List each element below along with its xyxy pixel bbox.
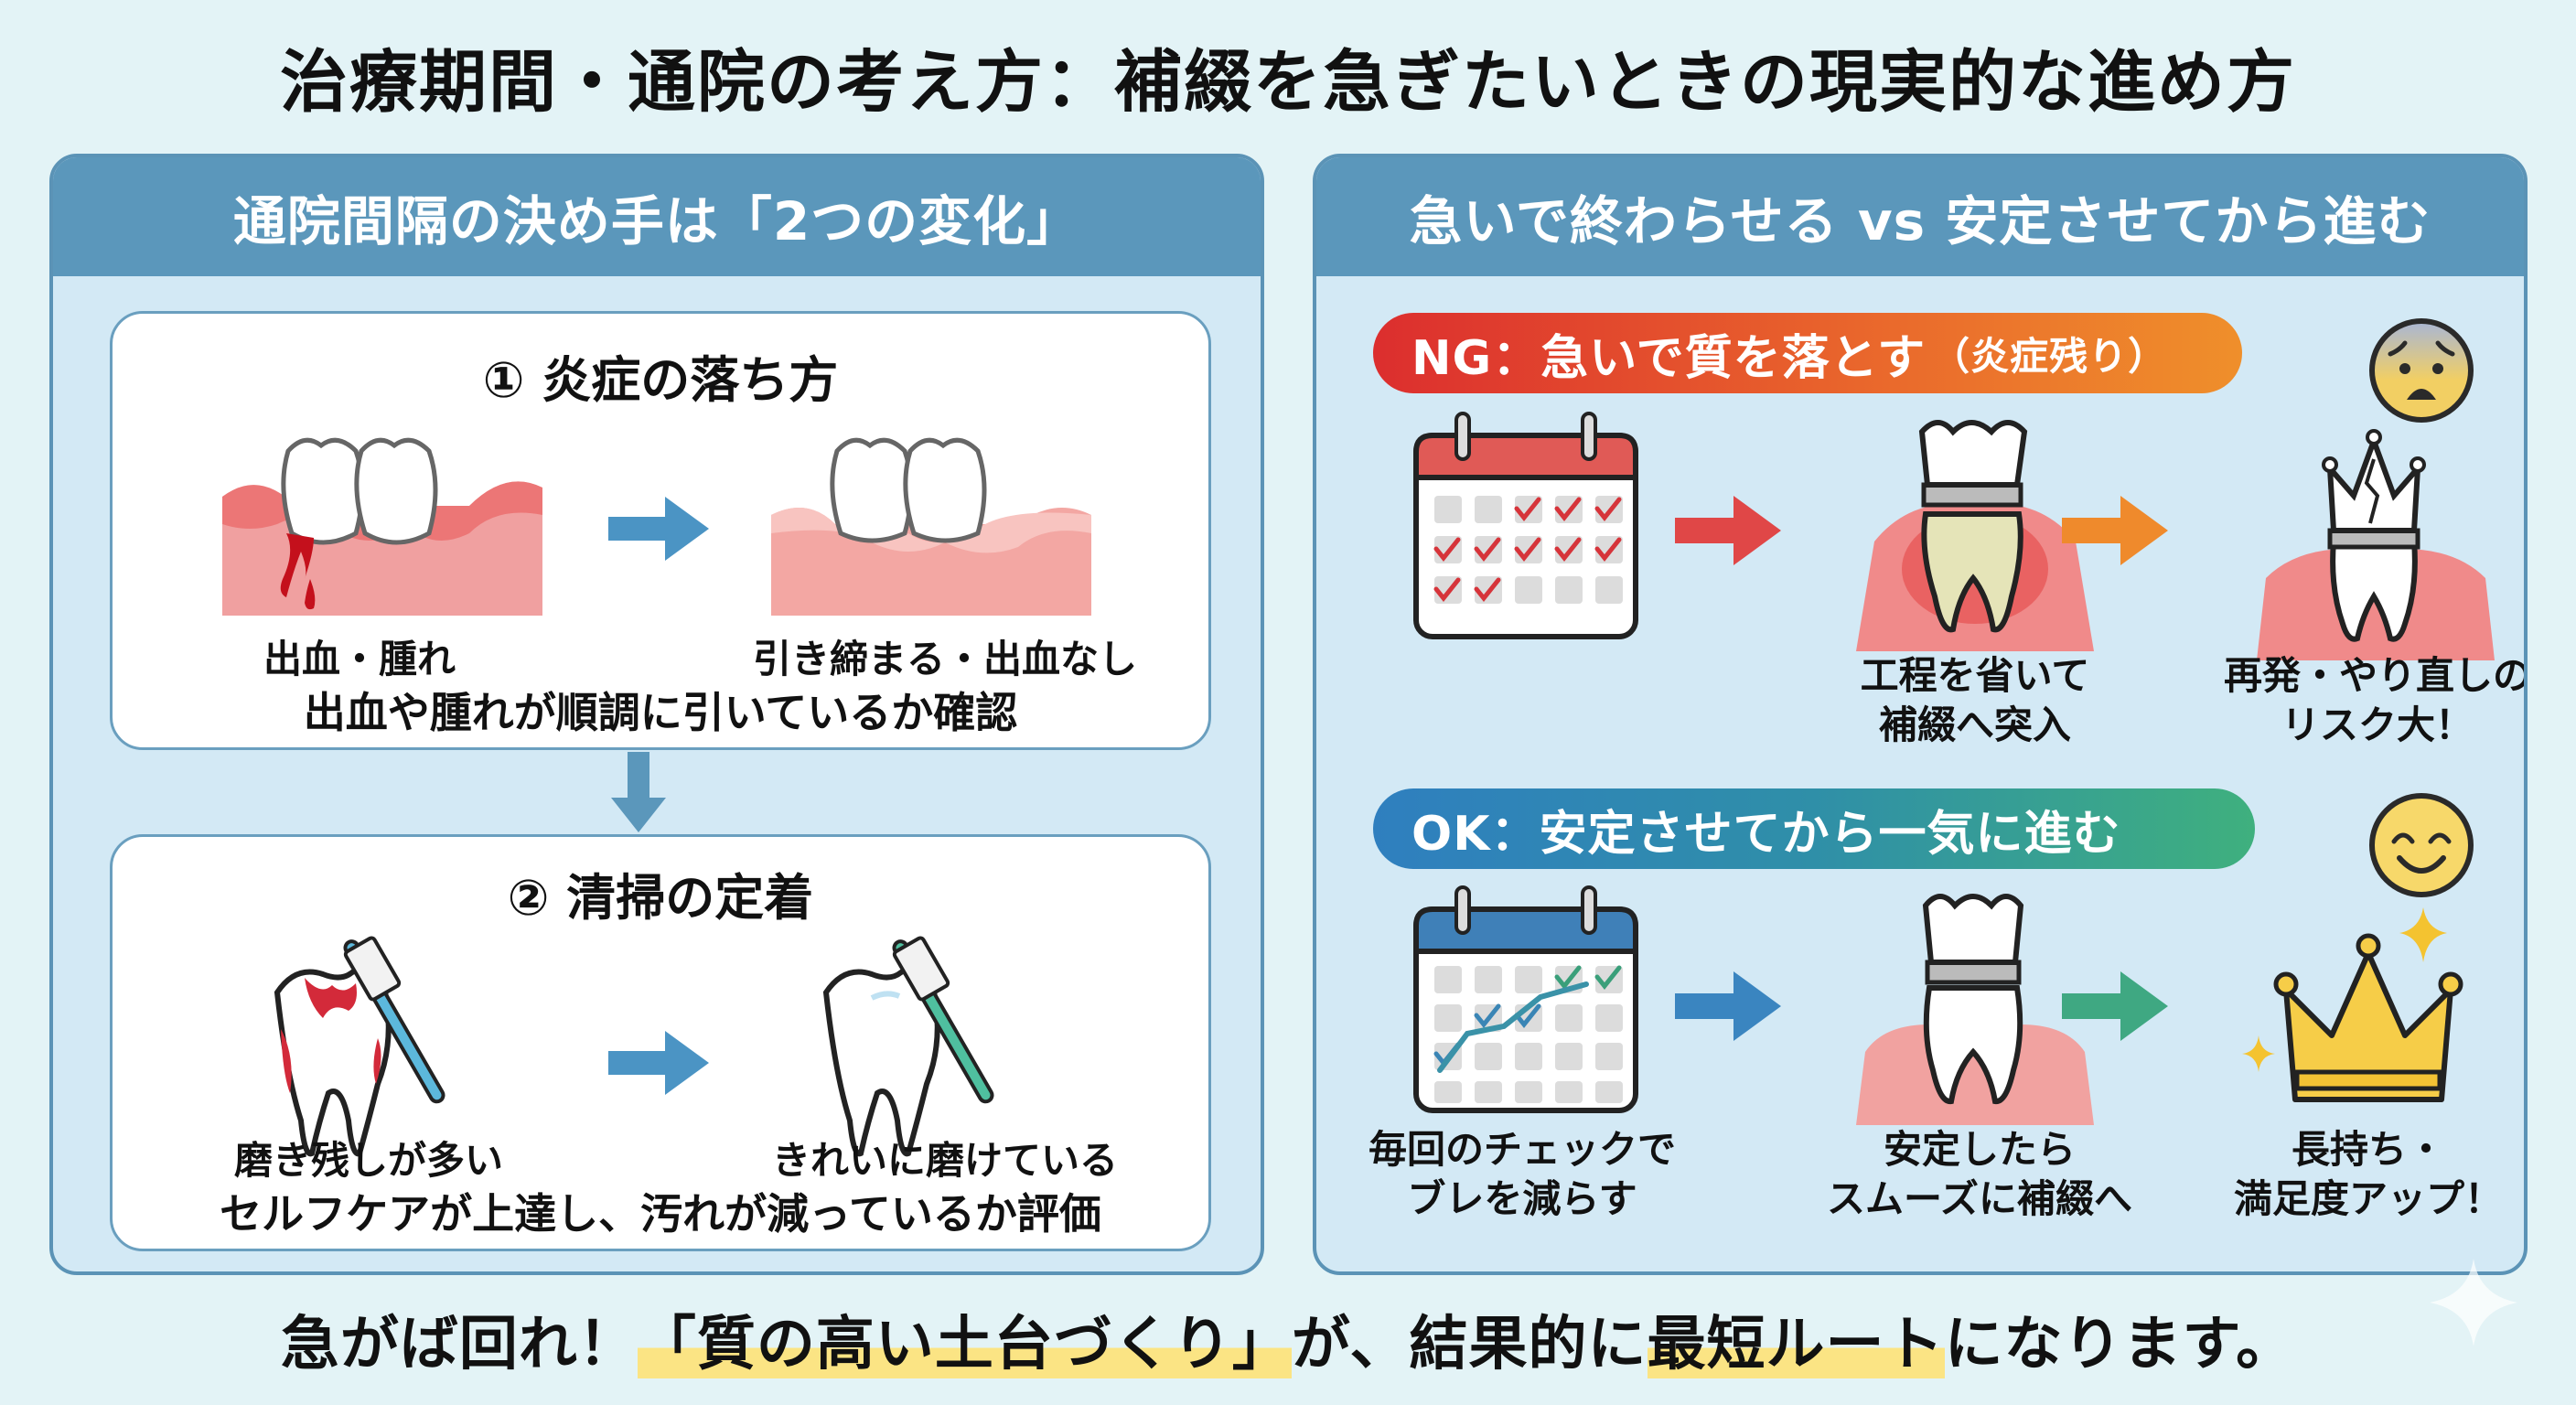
left-panel-header: 通院間隔の決め手は「2つの変化」 <box>53 157 1261 276</box>
footer-highlight-shortest-route: 最短ルート <box>1647 1311 1945 1378</box>
inflammation-description: 出血や腫れが順調に引いているか確認 <box>303 688 1018 737</box>
ng-badge: NG：急いで質を落とす （炎症残り） <box>1373 313 2242 393</box>
right-panel: 急いで終わらせる vs 安定させてから進む NG：急いで質を落とす （炎症残り） <box>1313 154 2528 1275</box>
ok-label: OK：安定させてから一気に進む <box>1411 806 2121 862</box>
arrow-right-green-icon <box>2062 971 2168 1041</box>
anxious-face-icon <box>2369 318 2474 423</box>
footer-part1: 急がば回れ！ <box>280 1311 638 1378</box>
ok-step2-line1: 安定したら <box>1883 1127 2076 1172</box>
inflammation-card-title: ① 炎症の落ち方 <box>482 351 839 409</box>
clean-tooth-toothbrush-icon <box>822 936 994 1157</box>
footer-message: 急がば回れ！「質の高い土台づくり」が、結果的に最短ルートになります。 <box>0 1297 2576 1381</box>
cleaning-card: ② 清掃の定着 磨き残しが多い きれいに磨けている セルフケアが上達し、汚れが減… <box>110 834 1211 1251</box>
ok-step2-line2: スムーズに補綴へ <box>1827 1176 2132 1221</box>
crown-tooth-inflamed-icon <box>1856 420 2094 651</box>
crown-tooth-healthy-icon <box>1856 894 2094 1125</box>
arrow-right-red-icon <box>1675 496 1781 565</box>
ok-badge: OK：安定させてから一気に進む <box>1373 788 2255 869</box>
ng-sublabel: （炎症残り） <box>1931 333 2168 379</box>
calendar-progress-icon <box>1413 885 1638 1113</box>
arrow-right-icon <box>608 497 709 561</box>
dirty-tooth-toothbrush-icon <box>274 936 445 1157</box>
ok-step3-line2: 満足度アップ！ <box>2233 1176 2503 1221</box>
ok-step1-line2: ブレを減らす <box>1407 1176 1637 1221</box>
footer-part3: になります。 <box>1944 1311 2296 1378</box>
footer-highlight-foundation: 「質の高い土台づくり」 <box>637 1311 1292 1378</box>
ok-step2-label: 安定したら スムーズに補綴へ <box>1810 1125 2149 1224</box>
cleaning-description: セルフケアが上達し、汚れが減っているか評価 <box>220 1189 1101 1239</box>
ng-step2-line1: 工程を省いて <box>1860 653 2090 698</box>
gold-crown-icon <box>2242 907 2463 1102</box>
sparkle-watermark-icon <box>2430 1259 2517 1346</box>
inflamed-gums-icon <box>222 437 542 616</box>
sparkle-icon <box>2399 907 2447 962</box>
ng-step2-line2: 補綴へ突入 <box>1878 702 2071 747</box>
page-title: 治療期間・通院の考え方：補綴を急ぎたいときの現実的な進め方 <box>280 43 2296 122</box>
calendar-rushed-icon <box>1413 412 1638 639</box>
after-inflammation-label: 引き締まる・出血なし <box>752 637 1137 681</box>
before-inflammation-label: 出血・腫れ <box>263 637 456 681</box>
ng-step3-line2: リスク大！ <box>2281 702 2474 747</box>
ok-step3-label: 長持ち・ 満足度アップ！ <box>2213 1125 2524 1224</box>
arrow-down-icon <box>611 752 666 832</box>
left-panel: 通院間隔の決め手は「2つの変化」 ① 炎症の落ち方 出血・腫れ 引き締まる・出血… <box>49 154 1264 1275</box>
after-cleaning-label: きれいに磨けている <box>771 1138 1118 1183</box>
ng-step2-label: 工程を省いて 補綴へ突入 <box>1829 651 2121 750</box>
ok-step1-label: 毎回のチェックで ブレを減らす <box>1353 1125 1691 1224</box>
ng-label: NG：急いで質を落とす <box>1411 330 1927 386</box>
ok-step1-line1: 毎回のチェックで <box>1368 1127 1676 1172</box>
inflammation-card: ① 炎症の落ち方 出血・腫れ 引き締まる・出血なし 出血や腫れが順調に引いている… <box>110 311 1211 750</box>
sparkle-icon <box>2242 1035 2275 1072</box>
ng-step3-line1: 再発・やり直しの <box>2223 653 2528 698</box>
footer-part2: が、結果的に <box>1291 1311 1648 1378</box>
ok-step3-line1: 長持ち・ <box>2291 1127 2445 1172</box>
healthy-gums-icon <box>771 437 1091 616</box>
broken-crown-icon <box>2257 429 2495 660</box>
arrow-right-blue-icon <box>1675 971 1781 1041</box>
ng-step3-label: 再発・やり直しの リスク大！ <box>2213 651 2528 750</box>
arrow-right-icon <box>608 1031 709 1095</box>
smiling-face-icon <box>2369 793 2474 897</box>
arrow-right-orange-icon <box>2062 496 2168 565</box>
right-panel-header: 急いで終わらせる vs 安定させてから進む <box>1316 157 2524 276</box>
cleaning-card-title: ② 清掃の定着 <box>507 869 814 927</box>
before-cleaning-label: 磨き残しが多い <box>233 1138 503 1183</box>
